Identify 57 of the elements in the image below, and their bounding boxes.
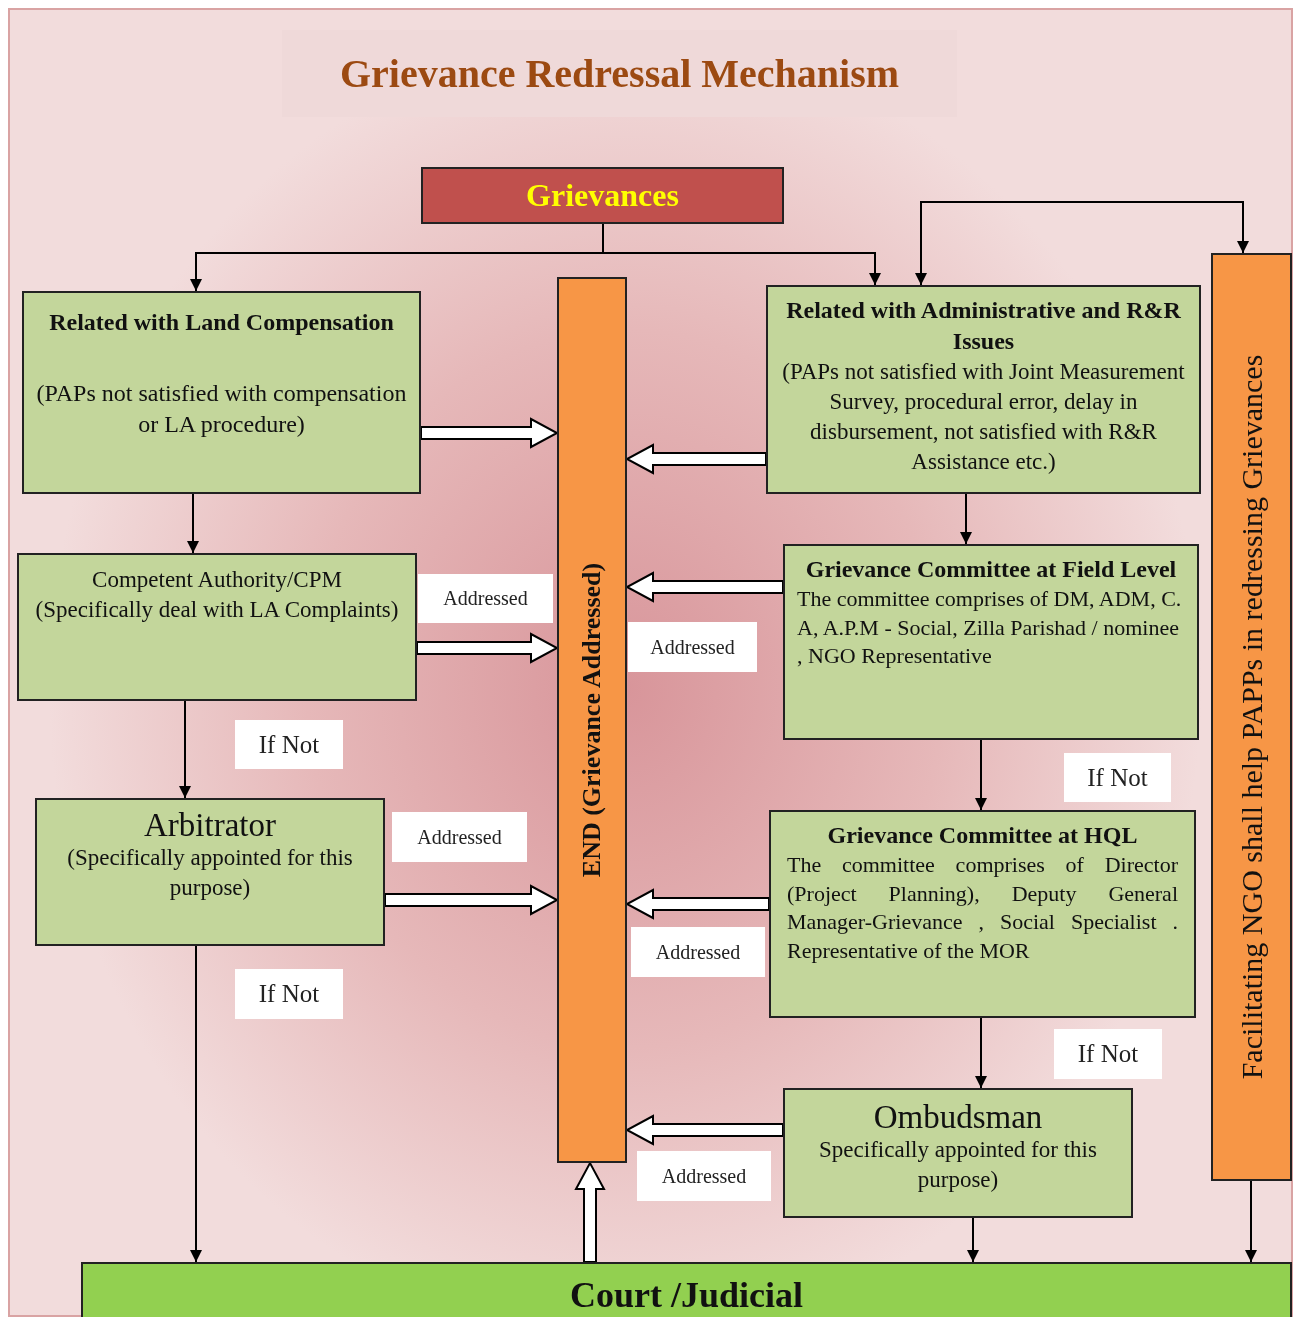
arrow xyxy=(187,493,199,554)
node-title: Court /Judicial xyxy=(570,1274,803,1316)
edge-label: Addressed xyxy=(628,622,757,672)
edge-label: If Not xyxy=(235,969,343,1019)
process-box xyxy=(17,553,417,701)
edge-label: Addressed xyxy=(418,574,553,623)
node-heading: Related with Administrative and R&R Issues xyxy=(785,296,1182,357)
node-title: Grievances xyxy=(526,177,679,214)
node-description: The committee comprises of Director (Project Planning), Deputy General Manager-Grievance , Social Specialist . Representative of the MOR xyxy=(787,851,1178,965)
block-arrow xyxy=(624,571,784,603)
process-box xyxy=(22,291,421,494)
node-description: Specifically appointed for this purpose) xyxy=(818,1135,1098,1194)
block-arrow xyxy=(624,443,767,475)
block-arrow xyxy=(624,888,770,920)
node-description: (Specifically appointed for this purpose) xyxy=(66,843,354,902)
block-arrow xyxy=(420,417,560,449)
block-arrow xyxy=(574,1160,606,1263)
block-arrow xyxy=(384,884,560,916)
process-box xyxy=(783,544,1199,740)
process-box xyxy=(35,798,385,946)
node-heading: Grievance Committee at HQL xyxy=(826,821,1139,850)
arrow xyxy=(915,201,1249,286)
node-heading: Arbitrator xyxy=(143,808,277,843)
process-box xyxy=(783,1088,1133,1218)
court-bar xyxy=(81,1262,1292,1317)
node-description: (PAPs not satisfied with compensation or LA procedure) xyxy=(35,379,408,440)
node-heading: Competent Authority/CPM xyxy=(91,566,343,594)
vertical-label: END (Grievance Addressed) xyxy=(577,562,607,878)
process-box xyxy=(769,810,1196,1018)
edge-label: If Not xyxy=(235,720,343,769)
node-description: (PAPs not satisfied with Joint Measurement Survey, procedural error, delay in disbursement, not satisfied with R&R Assistance etc.) xyxy=(781,358,1186,477)
arrow xyxy=(602,223,881,286)
grievances-box xyxy=(421,167,784,224)
vertical-bar xyxy=(1211,253,1292,1181)
arrow xyxy=(179,700,191,799)
node-heading: Related with Land Compensation xyxy=(48,308,395,337)
vertical-bar xyxy=(557,277,627,1163)
arrow xyxy=(1245,1180,1257,1263)
arrow xyxy=(190,945,202,1263)
node-description: (Specifically deal with LA Complaints) xyxy=(34,595,400,624)
arrow xyxy=(967,1217,979,1263)
node-heading: Grievance Committee at Field Level xyxy=(804,555,1178,584)
edge-label: Addressed xyxy=(392,812,527,862)
block-arrow xyxy=(416,632,560,664)
arrow xyxy=(975,739,987,811)
arrow xyxy=(960,493,972,545)
edge-label: If Not xyxy=(1054,1029,1162,1079)
arrow xyxy=(975,1017,987,1089)
diagram-title: Grievance Redressal Mechanism xyxy=(339,50,900,97)
edge-label: Addressed xyxy=(631,927,765,977)
edge-label: If Not xyxy=(1064,753,1171,802)
edge-label: Addressed xyxy=(637,1151,771,1201)
vertical-label: Facilitating NGO shall help PAPPs in redressing Grievances xyxy=(1234,354,1269,1080)
block-arrow xyxy=(624,1114,784,1146)
node-heading: Ombudsman xyxy=(872,1100,1044,1135)
process-box xyxy=(766,285,1201,494)
node-description: The committee comprises of DM, ADM, C. A, A.P.M - Social, Zilla Parishad / nominee , NGO Representative xyxy=(797,585,1183,671)
